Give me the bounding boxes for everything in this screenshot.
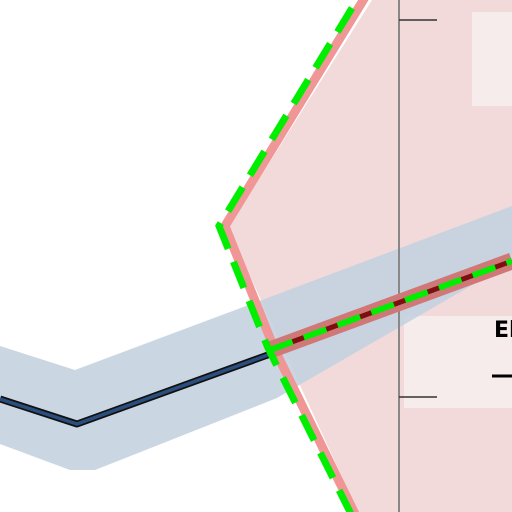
info-box-top	[472, 12, 512, 106]
selection-route	[268, 258, 512, 353]
route-line[interactable]	[0, 350, 277, 426]
map-label: El	[494, 318, 512, 343]
label-box	[404, 316, 512, 408]
selection-outline	[215, 6, 355, 512]
area-outline	[220, 0, 369, 512]
